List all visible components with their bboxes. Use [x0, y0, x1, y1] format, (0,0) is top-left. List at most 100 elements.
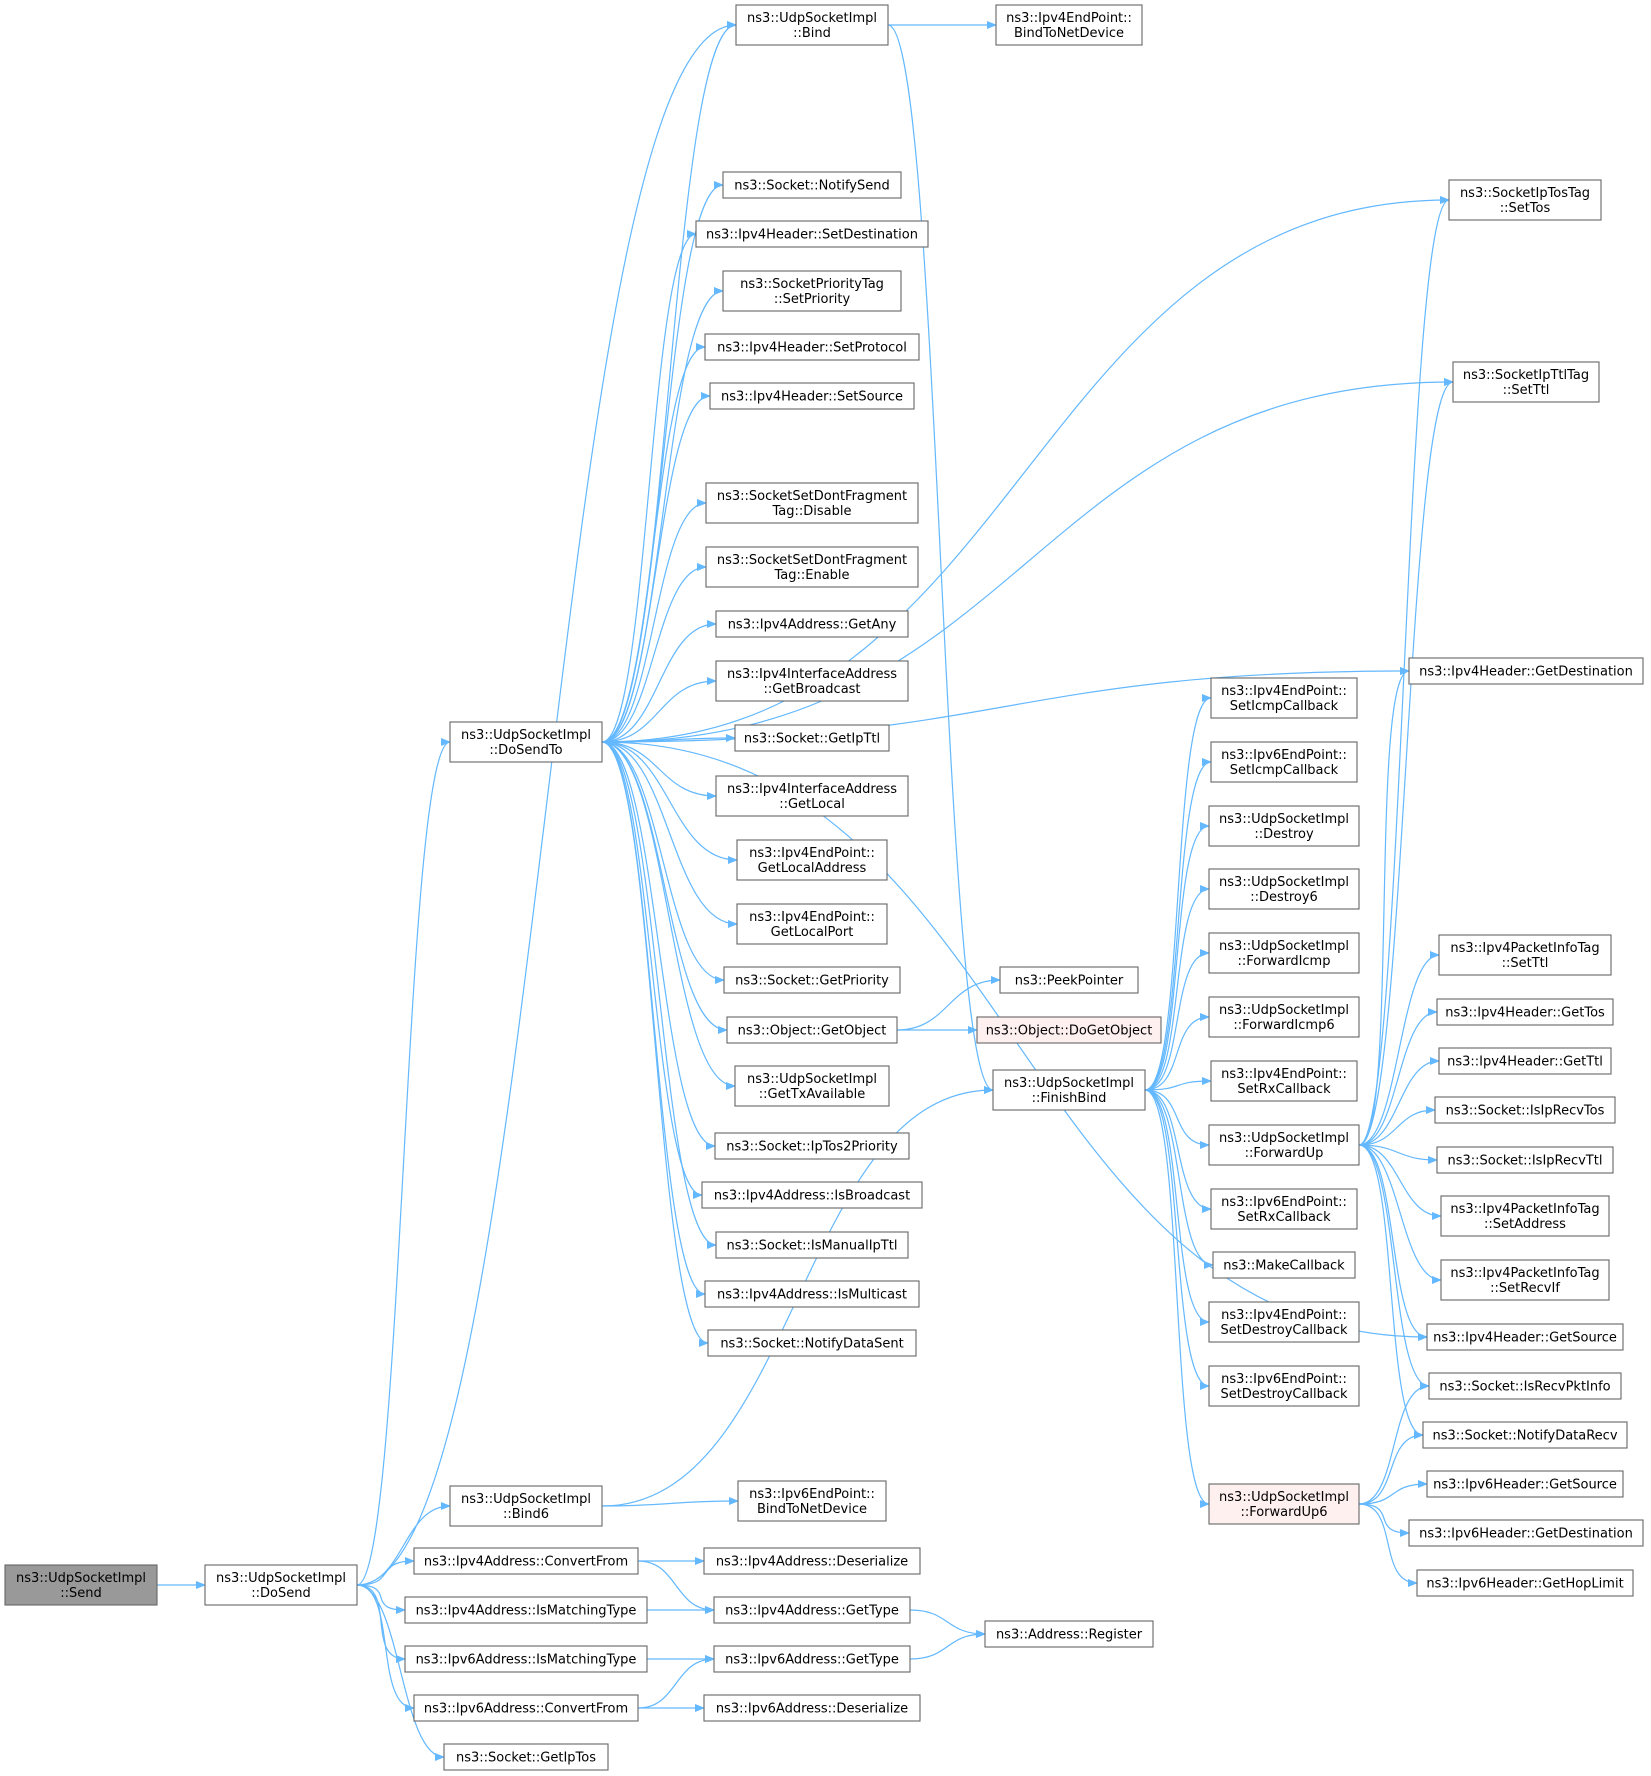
node-notifydatarecv[interactable]: ns3::Socket::NotifyDataRecv [1422, 1421, 1628, 1449]
node-gettxavail[interactable]: ns3::UdpSocketImpl::GetTxAvailable [734, 1065, 890, 1107]
node-label: ns3::SocketPriorityTag [740, 277, 884, 292]
node-v6gettype[interactable]: ns3::Ipv6Address::GetType [713, 1645, 911, 1673]
node-v4seticmp[interactable]: ns3::Ipv4EndPoint::SetIcmpCallback [1210, 677, 1358, 719]
node-fwdicmp[interactable]: ns3::UdpSocketImpl::ForwardIcmp [1208, 932, 1360, 974]
node-v6deser[interactable]: ns3::Ipv6Address::Deserialize [703, 1694, 921, 1722]
node-isrecvttl[interactable]: ns3::Socket::IsIpRecvTtl [1436, 1146, 1614, 1174]
node-v4gettos[interactable]: ns3::Ipv4Header::GetTos [1436, 998, 1614, 1026]
node-destroy6[interactable]: ns3::UdpSocketImpl::Destroy6 [1208, 868, 1360, 910]
node-box [1438, 1047, 1612, 1075]
node-label: SetRxCallback [1237, 1082, 1331, 1097]
node-setsrc[interactable]: ns3::Ipv4Header::SetSource [709, 382, 915, 410]
node-pisetttl[interactable]: ns3::Ipv4PacketInfoTag::SetTtl [1438, 934, 1612, 976]
node-eplocaladdr[interactable]: ns3::Ipv4EndPoint::GetLocalAddress [736, 839, 888, 881]
node-getipttl[interactable]: ns3::Socket::GetIpTtl [734, 724, 890, 752]
node-v4match[interactable]: ns3::Ipv4Address::IsMatchingType [404, 1596, 648, 1624]
node-v6getsrc[interactable]: ns3::Ipv6Header::GetSource [1426, 1470, 1624, 1498]
edge-fwdup-to-isrecvtos [1358, 1106, 1436, 1146]
node-isbcast[interactable]: ns3::Ipv4Address::IsBroadcast [701, 1181, 923, 1209]
node-label: ::Bind [793, 26, 831, 41]
node-box [1208, 1301, 1360, 1343]
node-v4deser[interactable]: ns3::Ipv4Address::Deserialize [703, 1547, 921, 1575]
node-iptos2prio[interactable]: ns3::Socket::IpTos2Priority [714, 1132, 910, 1160]
node-isrecvtos[interactable]: ns3::Socket::IsIpRecvTos [1434, 1096, 1616, 1124]
node-box [449, 721, 603, 763]
node-bind[interactable]: ns3::UdpSocketImpl::Bind [735, 4, 889, 46]
node-setdest[interactable]: ns3::Ipv4Header::SetDestination [695, 220, 929, 248]
node-v4setdestroy[interactable]: ns3::Ipv4EndPoint::SetDestroyCallback [1208, 1301, 1360, 1343]
node-getany[interactable]: ns3::Ipv4Address::GetAny [715, 610, 909, 638]
node-label: ns3::Ipv4EndPoint:: [749, 846, 875, 861]
node-ismanual[interactable]: ns3::Socket::IsManualIpTtl [715, 1231, 909, 1259]
node-destroy[interactable]: ns3::UdpSocketImpl::Destroy [1208, 805, 1360, 847]
edge-arrow [356, 1584, 445, 1761]
node-v6seticmp[interactable]: ns3::Ipv6EndPoint::SetIcmpCallback [1210, 741, 1358, 783]
node-ttlsetttl[interactable]: ns3::SocketIpTtlTag::SetTtl [1452, 361, 1600, 403]
node-v6bindnd[interactable]: ns3::Ipv6EndPoint::BindToNetDevice [737, 1480, 887, 1522]
node-notifysend[interactable]: ns3::Socket::NotifySend [722, 171, 902, 199]
node-bind6[interactable]: ns3::UdpSocketImpl::Bind6 [449, 1485, 603, 1527]
node-box [404, 1645, 648, 1673]
node-label: ns3::Socket::IpTos2Priority [726, 1140, 898, 1155]
node-notifydatasent[interactable]: ns3::Socket::NotifyDataSent [707, 1329, 917, 1357]
edge-finishbind-to-v6setdestroy [1144, 1089, 1210, 1390]
node-isrecvpkt[interactable]: ns3::Socket::IsRecvPktInfo [1428, 1372, 1622, 1400]
node-v6match[interactable]: ns3::Ipv6Address::IsMatchingType [404, 1645, 648, 1673]
node-v4getdest[interactable]: ns3::Ipv4Header::GetDestination [1408, 657, 1644, 685]
node-v4gettype[interactable]: ns3::Ipv4Address::GetType [713, 1596, 911, 1624]
node-box [1428, 1372, 1622, 1400]
node-getiptos[interactable]: ns3::Socket::GetIpTos [443, 1743, 609, 1771]
node-pisetaddr[interactable]: ns3::Ipv4PacketInfoTag::SetAddress [1440, 1195, 1610, 1237]
node-fwdicmp6[interactable]: ns3::UdpSocketImpl::ForwardIcmp6 [1208, 996, 1360, 1038]
node-box [1212, 1251, 1356, 1279]
node-ismcast[interactable]: ns3::Ipv4Address::IsMulticast [704, 1280, 920, 1308]
node-getobject[interactable]: ns3::Object::GetObject [726, 1016, 898, 1044]
node-label: ns3::Socket::NotifyDataSent [720, 1337, 903, 1352]
node-v4getttl[interactable]: ns3::Ipv4Header::GetTtl [1438, 1047, 1612, 1075]
node-tossettos[interactable]: ns3::SocketIpTosTag::SetTos [1448, 179, 1602, 221]
node-label: ns3::Ipv6EndPoint:: [1221, 748, 1347, 763]
node-box [736, 903, 888, 945]
node-makecb[interactable]: ns3::MakeCallback [1212, 1251, 1356, 1279]
edge-bind6-to-v6bindnd [601, 1497, 739, 1507]
node-finishbind[interactable]: ns3::UdpSocketImpl::FinishBind [992, 1069, 1146, 1111]
node-v4setrx[interactable]: ns3::Ipv4EndPoint::SetRxCallback [1210, 1060, 1358, 1102]
node-label: ns3::Ipv6Address::GetType [725, 1653, 899, 1668]
node-getprio[interactable]: ns3::Socket::GetPriority [723, 966, 901, 994]
edge-dosendto-to-gettxavail [601, 741, 736, 1090]
node-v4convert[interactable]: ns3::Ipv4Address::ConvertFrom [413, 1547, 639, 1575]
node-dogetobj[interactable]: ns3::Object::DoGetObject [976, 1016, 1162, 1044]
node-fwdup6[interactable]: ns3::UdpSocketImpl::ForwardUp6 [1208, 1483, 1360, 1525]
node-v4bindnd[interactable]: ns3::Ipv4EndPoint::BindToNetDevice [995, 4, 1143, 46]
node-dosend[interactable]: ns3::UdpSocketImpl::DoSend [204, 1564, 358, 1606]
node-getbcast[interactable]: ns3::Ipv4InterfaceAddress::GetBroadcast [715, 660, 909, 702]
edge-fwdup-to-ttlsetttl [1358, 378, 1454, 1146]
edge-arrow [1144, 1089, 1210, 1326]
node-addrreg[interactable]: ns3::Address::Register [984, 1620, 1154, 1648]
edge-fwdup-to-notifydatarecv [1358, 1144, 1424, 1439]
edge-fwdup-to-pisetaddr [1358, 1144, 1442, 1220]
edge-arrow [601, 620, 717, 743]
edge-arrow [601, 741, 717, 1249]
node-v6convert[interactable]: ns3::Ipv6Address::ConvertFrom [413, 1694, 639, 1722]
node-peekptr[interactable]: ns3::PeekPointer [999, 966, 1139, 994]
node-v6setrx[interactable]: ns3::Ipv6EndPoint::SetRxCallback [1210, 1188, 1358, 1230]
edge-dosendto-to-tossettos [601, 196, 1450, 743]
node-send[interactable]: ns3::UdpSocketImpl::Send [4, 1564, 158, 1606]
edge-arrow [601, 741, 716, 1150]
edge-arrow [1144, 1089, 1212, 1213]
node-v6setdestroy[interactable]: ns3::Ipv6EndPoint::SetDestroyCallback [1208, 1365, 1360, 1407]
node-eplocalport[interactable]: ns3::Ipv4EndPoint::GetLocalPort [736, 903, 888, 945]
node-fwdup[interactable]: ns3::UdpSocketImpl::ForwardUp [1208, 1124, 1360, 1166]
node-v6getdest[interactable]: ns3::Ipv6Header::GetDestination [1408, 1519, 1644, 1547]
node-setprio[interactable]: ns3::SocketPriorityTag::SetPriority [722, 270, 902, 312]
node-pisetrecvif[interactable]: ns3::Ipv4PacketInfoTag::SetRecvIf [1440, 1259, 1610, 1301]
node-v6gethop[interactable]: ns3::Ipv6Header::GetHopLimit [1416, 1569, 1634, 1597]
node-v4getsrc[interactable]: ns3::Ipv4Header::GetSource [1426, 1323, 1624, 1351]
node-setproto[interactable]: ns3::Ipv4Header::SetProtocol [704, 333, 920, 361]
node-label: Tag::Disable [772, 504, 852, 519]
node-getlocal[interactable]: ns3::Ipv4InterfaceAddress::GetLocal [715, 775, 909, 817]
node-dosendto[interactable]: ns3::UdpSocketImpl::DoSendTo [449, 721, 603, 763]
